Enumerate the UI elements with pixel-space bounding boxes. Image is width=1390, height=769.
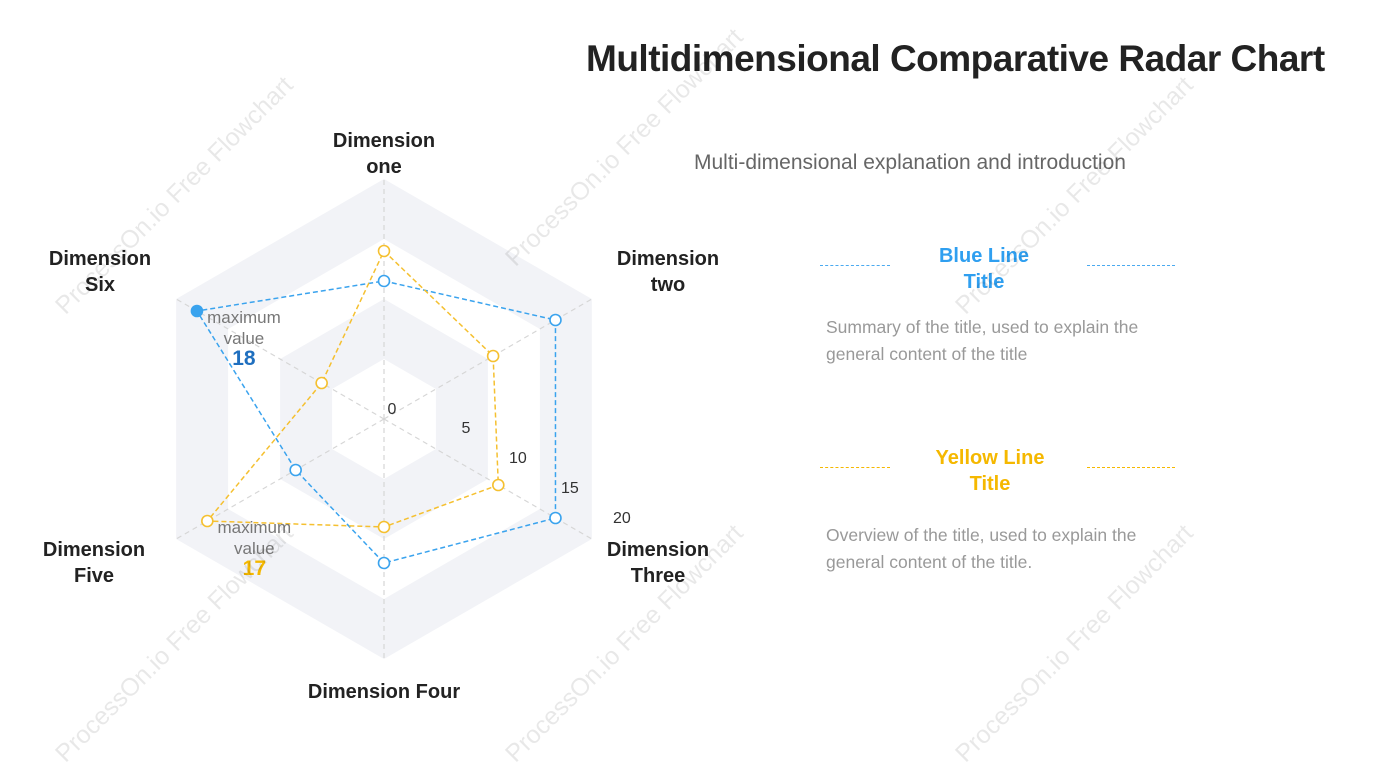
yellow-legend-title: Yellow Line Title: [890, 445, 1090, 497]
blue-legend-title-line1: Blue Line: [938, 245, 1029, 267]
yellow-legend-line-right: [1087, 467, 1175, 468]
axis-label: Dimension two: [617, 248, 719, 296]
yellow-legend-line-left: [820, 467, 890, 468]
page-title: Multidimensional Comparative Radar Chart: [586, 38, 1325, 79]
axis-label-line: Dimension: [333, 130, 435, 152]
yellow-legend-title-line2: Title: [969, 473, 1011, 495]
tick-label: 20: [613, 510, 631, 527]
tick-label: 0: [388, 401, 397, 418]
data-point: [289, 463, 302, 477]
axis-label: Dimension one: [333, 130, 435, 178]
axis-label-line: Dimension: [607, 539, 709, 561]
data-point: [377, 556, 391, 570]
data-point: [377, 244, 391, 258]
axis-label-line: Five: [74, 565, 114, 587]
data-point: [377, 520, 391, 534]
max-caption: maximum: [217, 518, 291, 537]
blue-legend-title-line2: Title: [963, 271, 1005, 293]
data-point: [377, 274, 391, 288]
blue-legend-line-right: [1087, 265, 1175, 266]
axis-label-line: Dimension: [43, 539, 145, 561]
data-point: [201, 514, 214, 528]
data-point: [315, 376, 328, 390]
data-point: [492, 478, 505, 492]
data-point: [549, 511, 562, 525]
axis-label-line: one: [366, 156, 402, 178]
blue-legend-description: Summary of the title, used to explain th…: [826, 317, 1139, 364]
tick-label: 15: [561, 480, 579, 497]
blue-legend-line-left: [820, 265, 890, 266]
data-point: [486, 349, 500, 363]
max-value: 17: [243, 557, 266, 580]
axis-label-line: Dimension: [617, 248, 719, 270]
yellow-legend-description: Overview of the title, used to explain t…: [826, 525, 1137, 572]
data-point: [549, 313, 562, 327]
radar-spoke: [175, 298, 385, 420]
blue-legend-title: Blue Line Title: [884, 243, 1084, 295]
axis-label-line: Three: [631, 565, 685, 587]
max-value: 18: [232, 347, 256, 370]
tick-label: 10: [509, 450, 527, 467]
data-point: [190, 304, 204, 318]
yellow-legend-title-line1: Yellow Line: [935, 447, 1045, 469]
axis-label-line: Six: [85, 274, 115, 296]
axis-label-line: Dimension Four: [308, 681, 460, 703]
max-caption: value: [234, 539, 275, 558]
axis-label-line: two: [651, 274, 685, 296]
axis-label: Dimension Four: [308, 681, 460, 703]
axis-label-line: Dimension: [49, 248, 151, 270]
max-caption: value: [224, 329, 265, 348]
max-caption: maximum: [207, 308, 281, 327]
page-subtitle: Multi-dimensional explanation and introd…: [694, 151, 1126, 174]
tick-label: 5: [462, 420, 471, 437]
